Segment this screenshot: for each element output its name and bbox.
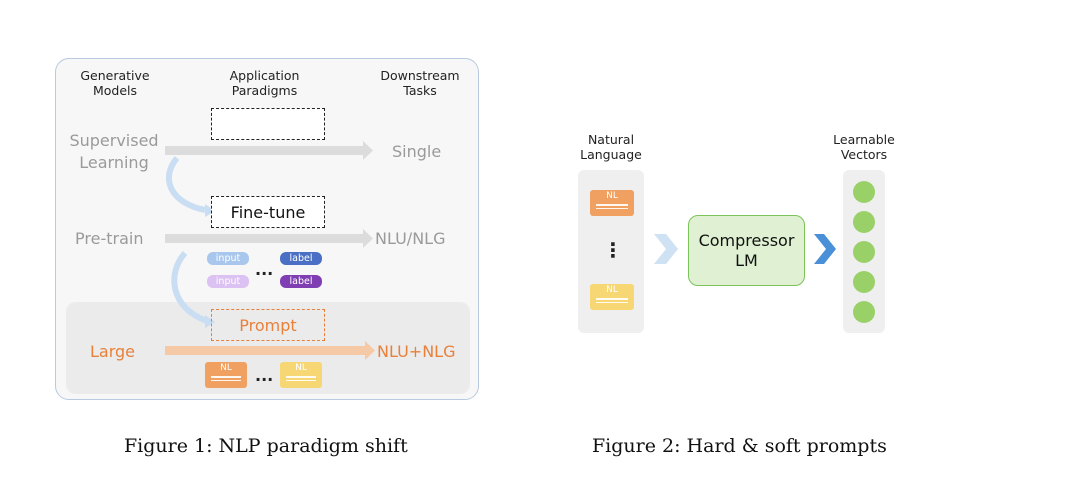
lm-label: LM	[735, 250, 758, 270]
prompt-box: Prompt	[211, 309, 325, 341]
curve-arrow-2	[171, 250, 209, 324]
row3-arrow	[165, 346, 367, 355]
nl-bubble-text: NL	[606, 285, 618, 295]
header-generative-models: Generative Models	[80, 68, 150, 98]
vector-dot	[853, 181, 875, 203]
curve-arrow-1	[165, 156, 206, 213]
nl-bubble-text: NL	[606, 191, 618, 201]
figure1-caption: Figure 1: NLP paradigm shift	[124, 435, 408, 457]
compressor-lm-box: Compressor LM	[688, 215, 805, 286]
empty-paradigm-box	[211, 108, 325, 140]
blue-chevron-arrow	[814, 234, 836, 264]
nl-bubble-text: NL	[295, 363, 307, 373]
vector-dot	[853, 301, 875, 323]
nl-bubble-yellow: NL	[590, 284, 634, 310]
large-label: Large	[90, 342, 136, 361]
nlu-nlg-label: NLU/NLG	[375, 229, 446, 248]
single-task-label: Single	[392, 142, 442, 161]
learnable-vectors-label: Learnable Vectors	[833, 132, 895, 162]
nl-bubble-text: NL	[220, 363, 232, 373]
input-cylinder-2: input	[207, 275, 249, 288]
header-downstream-tasks: Downstream Tasks	[380, 68, 460, 98]
fine-tune-box: Fine-tune	[211, 196, 325, 228]
vector-dot	[853, 271, 875, 293]
vector-dot	[853, 211, 875, 233]
label-cylinder-1: label	[280, 252, 322, 265]
light-chevron-arrow	[654, 234, 678, 264]
supervised-learning-label: Supervised Learning	[69, 131, 159, 172]
row1-arrow	[165, 146, 365, 155]
nl-bubble-yellow: NL	[280, 362, 322, 388]
figure1-arrows	[165, 141, 375, 360]
nl-bubble-orange: NL	[205, 362, 247, 388]
input-cylinder-1: input	[207, 252, 249, 265]
header-application-paradigms: Application Paradigms	[229, 68, 300, 98]
nl-bubble-orange: NL	[590, 190, 634, 216]
vertical-ellipsis: ⋮	[603, 238, 623, 262]
compressor-label: Compressor	[698, 230, 795, 250]
natural-language-label: Natural Language	[580, 132, 642, 162]
pre-train-label: Pre-train	[75, 229, 144, 248]
nlu-plus-nlg-label: NLU+NLG	[377, 342, 456, 361]
row2-arrow	[165, 234, 365, 243]
figure2-caption: Figure 2: Hard & soft prompts	[592, 435, 887, 457]
label-cylinder-2: label	[280, 275, 322, 288]
bubble-ellipsis: ...	[255, 366, 274, 385]
cylinder-ellipsis: ...	[255, 260, 274, 279]
vector-dot	[853, 241, 875, 263]
